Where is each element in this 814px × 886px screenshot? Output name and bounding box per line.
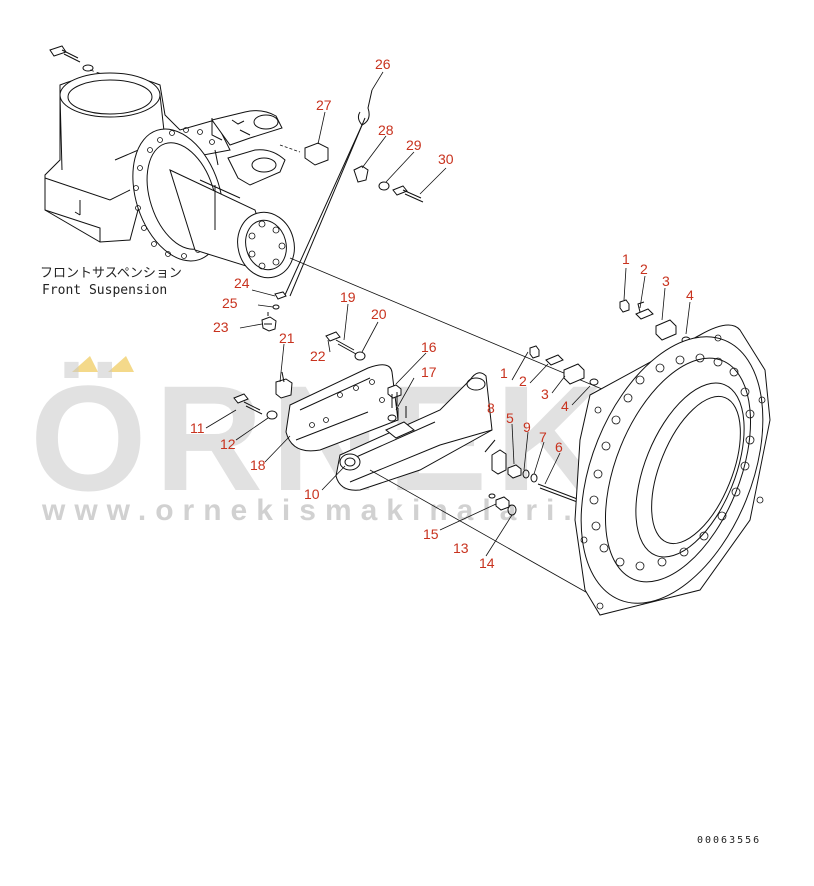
callout-20: 20	[371, 306, 387, 322]
callout-5: 5	[506, 410, 514, 426]
callout-10: 10	[304, 486, 320, 502]
callout-15: 15	[423, 526, 439, 542]
caption-japanese: フロントサスペンション	[40, 266, 182, 281]
callout-3-upper: 3	[662, 273, 670, 289]
callout-6: 6	[555, 439, 563, 455]
callout-16: 16	[421, 339, 437, 355]
callout-21: 21	[279, 330, 295, 346]
callout-30: 30	[438, 151, 454, 167]
callout-28: 28	[378, 122, 394, 138]
hub-carrier	[574, 324, 771, 616]
callout-24: 24	[234, 275, 250, 291]
callout-1-upper: 1	[622, 251, 630, 267]
mount-plate-assembly	[233, 331, 402, 452]
callout-4-upper: 4	[686, 287, 694, 303]
callout-3-middle: 3	[541, 386, 549, 402]
callout-27: 27	[316, 97, 332, 113]
callout-29: 29	[406, 137, 422, 153]
callout-26: 26	[375, 56, 391, 72]
cable-assembly	[261, 89, 424, 332]
watermark-accent-right	[108, 356, 134, 372]
callout-22: 22	[310, 348, 326, 364]
callout-8: 8	[487, 400, 495, 416]
callout-12: 12	[220, 436, 236, 452]
callout-23: 23	[213, 319, 229, 335]
callout-13: 13	[453, 540, 469, 556]
fittings-middle	[529, 345, 599, 386]
leader-lines	[205, 71, 691, 557]
callout-18: 18	[250, 457, 266, 473]
callout-4-middle: 4	[561, 398, 569, 414]
callout-17: 17	[421, 364, 437, 380]
fittings-upper	[619, 299, 691, 344]
callout-11: 11	[190, 420, 205, 436]
callout-7: 7	[539, 429, 547, 445]
torque-arm	[335, 372, 601, 601]
callout-2-middle: 2	[519, 373, 527, 389]
assembly-line	[289, 257, 641, 406]
document-number: 00063556	[697, 835, 761, 846]
callout-19: 19	[340, 289, 356, 305]
callout-9: 9	[523, 419, 531, 435]
callout-25: 25	[222, 295, 238, 311]
callout-14: 14	[479, 555, 495, 571]
caption-english: Front Suspension	[42, 283, 167, 298]
callout-labels: 1 2 3 4 1 2 3 4 5 6 7 8 9 10 11 12 13 14…	[190, 56, 694, 571]
watermark-accent-left	[72, 356, 98, 372]
callout-2-upper: 2	[640, 261, 648, 277]
callout-1-middle: 1	[500, 365, 508, 381]
axle-housing	[44, 45, 295, 279]
